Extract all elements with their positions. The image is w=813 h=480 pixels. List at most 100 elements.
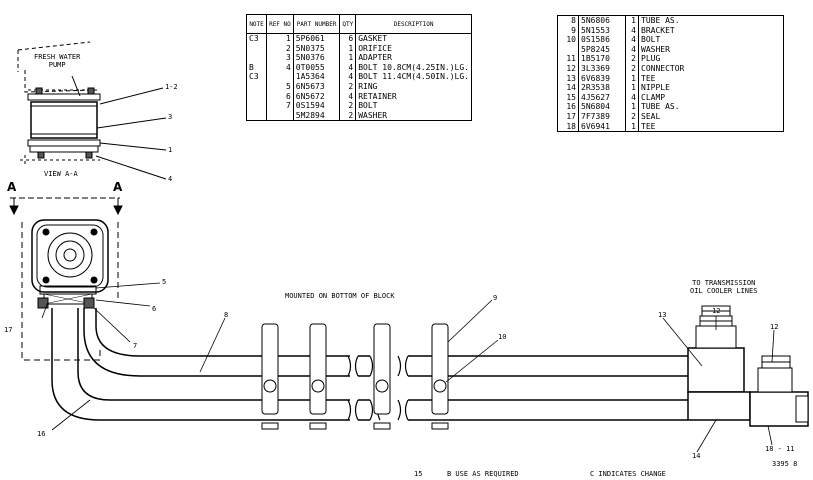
cell-desc: PLUG	[638, 54, 784, 64]
callout-5: 5	[162, 278, 167, 286]
callout-18-11: 18 - 11	[765, 445, 795, 453]
cell-desc: SEAL	[638, 111, 784, 122]
view-aa-label: VIEW A-A	[44, 170, 78, 178]
cell-part: 0S1586	[578, 35, 626, 45]
cell-ref: 8	[557, 15, 579, 26]
cell-part: 5N6806	[578, 15, 626, 26]
cell-part: 1B5170	[578, 54, 626, 64]
cell-desc: BRACKET	[638, 25, 784, 36]
cell-qty: 2	[339, 110, 357, 122]
cell-qty: 2	[339, 81, 357, 92]
callout-12b: 12	[770, 323, 779, 331]
cell-part: 0S1594	[292, 101, 341, 111]
cell-desc: TEE	[638, 73, 784, 84]
cell-ref: 3	[266, 53, 294, 63]
callout-3: 3	[168, 113, 173, 121]
cell-desc: CONNECTOR	[638, 63, 784, 74]
cell-desc: GASKET	[355, 33, 472, 44]
cell-qty: 4	[625, 25, 639, 36]
cell-part: 4J5627	[578, 92, 626, 103]
cell-ref: 10	[557, 35, 579, 45]
tube-16	[51, 308, 350, 421]
cell-desc: WASHER	[355, 110, 472, 122]
note-c: C INDICATES CHANGE	[590, 470, 666, 478]
cell-note	[245, 110, 268, 122]
cell-part: 5N0375	[292, 43, 341, 54]
cell-qty: 1	[339, 53, 357, 63]
header-qty: QTY	[339, 14, 357, 34]
cell-desc: RETAINER	[355, 91, 472, 102]
cell-desc: RING	[355, 81, 472, 92]
cell-part: 3L3369	[578, 63, 626, 74]
callout-10: 10	[498, 333, 507, 341]
cell-qty: 2	[339, 101, 357, 111]
callout-15: 15	[414, 470, 423, 478]
cell-desc: ADAPTER	[355, 53, 472, 63]
cell-ref: 16	[557, 102, 579, 112]
cell-ref: 17	[557, 111, 579, 122]
drawing-number: 3395 8	[772, 460, 798, 468]
callout-14: 14	[692, 452, 701, 460]
cell-qty: 1	[625, 15, 639, 26]
header-desc: DESCRIPTION	[355, 14, 472, 34]
callout-9: 9	[493, 294, 498, 302]
cell-desc: TEE	[638, 121, 784, 133]
pump-end-view	[31, 219, 109, 309]
cell-ref: 5	[266, 81, 294, 92]
cell-desc: BOLT 11.4CM(4.50IN.)LG.	[355, 72, 472, 82]
cell-part: 5N1553	[578, 25, 626, 36]
cell-part: 2R3538	[578, 83, 626, 93]
cell-qty: 2	[625, 63, 639, 74]
cell-part: 5P8245	[578, 44, 626, 55]
cell-part: 6N5673	[292, 81, 341, 92]
section-a-left: A	[7, 180, 17, 194]
cell-qty: 2	[625, 54, 639, 64]
cell-note	[245, 53, 268, 63]
cell-qty: 4	[625, 44, 639, 55]
nipple-14	[687, 391, 751, 421]
cell-qty: 4	[339, 72, 357, 82]
cell-note	[245, 81, 268, 92]
brackets	[261, 323, 449, 430]
cell-ref: 6	[266, 91, 294, 102]
cell-ref	[266, 110, 294, 122]
section-line-aa	[9, 197, 123, 216]
note-b: B USE AS REQUIRED	[447, 470, 519, 478]
callout-1-2: 1-2	[165, 83, 178, 91]
cell-qty: 4	[339, 62, 357, 73]
cell-ref: 7	[266, 101, 294, 111]
tube-8	[83, 308, 350, 377]
cell-ref	[557, 44, 579, 55]
cell-part: 0T0055	[292, 62, 341, 73]
header-note: NOTE	[245, 14, 268, 34]
cell-part: 1A5364	[292, 72, 341, 82]
callout-1: 1	[168, 146, 173, 154]
cell-qty: 1	[625, 121, 639, 133]
cell-desc: BOLT	[638, 35, 784, 45]
fresh-water-pump-label: FRESH WATER PUMP	[34, 53, 81, 69]
cell-part: 6N5672	[292, 91, 341, 102]
tee-18	[749, 355, 809, 427]
cell-part: 6V6839	[578, 73, 626, 84]
cell-note	[245, 101, 268, 111]
callout-13: 13	[658, 311, 667, 319]
cell-qty: 1	[339, 43, 357, 54]
parts-table-left: NOTE REF NO PART NUMBER QTY DESCRIPTION …	[245, 14, 472, 122]
cell-ref: 18	[557, 121, 579, 133]
